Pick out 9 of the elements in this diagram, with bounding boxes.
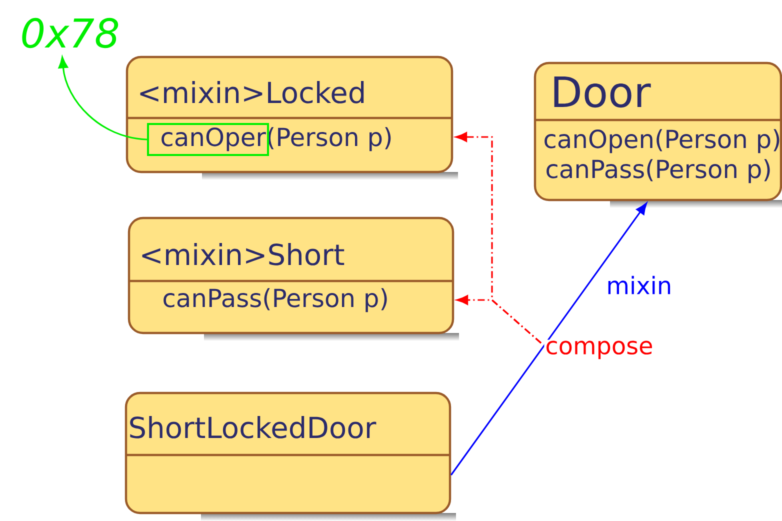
- arrow: [58, 56, 148, 140]
- class-box: ShortLockedDoor: [124, 392, 452, 514]
- class-box: Door canOpen(Person p) canPass(Person p): [534, 62, 782, 202]
- edge-label: compose: [544, 340, 654, 360]
- arrow: [450, 202, 647, 476]
- handwritten-note: 0x78: [22, 18, 118, 48]
- class-box: <mixin>Short canPass(Person p): [128, 216, 454, 334]
- edge-label: mixin: [605, 274, 674, 296]
- arrow: [456, 295, 542, 344]
